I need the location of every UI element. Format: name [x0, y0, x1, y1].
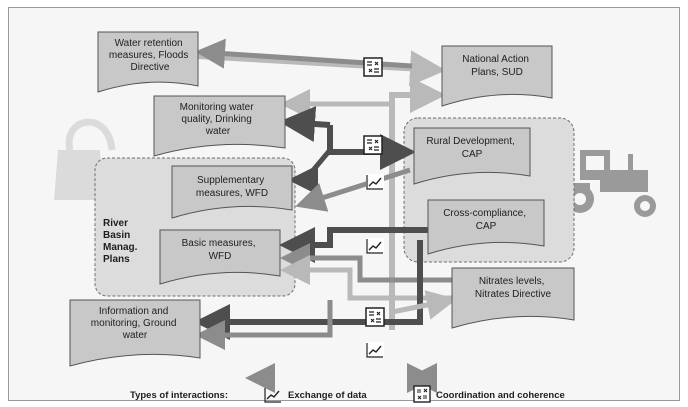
doc-national-action: National Action Plans, SUD: [441, 45, 553, 107]
legend-title: Types of interactions:: [130, 390, 228, 401]
doc-national-action-line-1: National Action: [462, 54, 529, 65]
data-chart-icon: [366, 174, 384, 190]
river-basin-line-4: Plans: [103, 254, 130, 265]
legend: Types of interactions: Exchange of data …: [130, 363, 565, 403]
doc-monitoring-water-line-1: Monitoring water: [180, 102, 255, 113]
doc-rural-development-label: Rural Development, CAP: [426, 136, 517, 160]
doc-cross-compliance-line-1: Cross-compliance,: [443, 208, 526, 219]
doc-information-monitoring-line-1: Information and: [99, 306, 169, 317]
doc-supplementary: Supplementary measures, WFD: [171, 165, 293, 219]
doc-supplementary-line-1: Supplementary: [197, 175, 264, 186]
doc-information-monitoring: Information and monitoring, Ground water: [69, 299, 201, 367]
arrow-cap-to-supplementary: [295, 167, 411, 212]
legend-exchange-label: Exchange of data: [288, 390, 367, 401]
data-chart-icon: [366, 238, 384, 254]
river-basin-line-1: River: [103, 218, 128, 229]
doc-cross-compliance: Cross-compliance, CAP: [427, 199, 545, 255]
doc-basic-measures-line-1: Basic measures,: [182, 238, 256, 249]
coordination-icon: [363, 57, 383, 77]
arrow-to-supplementary: [288, 148, 332, 195]
doc-cross-compliance-line-2: CAP: [476, 221, 497, 232]
doc-water-retention-line-2: measures, Floods: [109, 50, 188, 61]
river-basin-label: River Basin Manag. Plans: [103, 218, 140, 265]
doc-information-monitoring-line-3: water: [122, 330, 148, 341]
doc-supplementary-label: Supplementary measures, WFD: [196, 175, 268, 199]
doc-national-action-label: National Action Plans, SUD: [462, 54, 532, 78]
arrow-to-information: [194, 240, 423, 340]
doc-national-action-line-2: Plans, SUD: [471, 67, 523, 78]
doc-monitoring-water-line-2: quality, Drinking: [181, 114, 251, 125]
legend-coordination-icon: [413, 385, 431, 403]
doc-rural-development: Rural Development, CAP: [413, 127, 531, 185]
doc-cross-compliance-label: Cross-compliance, CAP: [443, 208, 529, 232]
arrow-nitrates-to-basic: [280, 243, 452, 283]
doc-monitoring-water-label: Monitoring water quality, Drinking water: [180, 102, 257, 137]
river-basin-line-2: Basin: [103, 230, 130, 241]
river-basin-line-3: Manag.: [103, 242, 138, 253]
doc-nitrates-line-1: Nitrates levels,: [479, 276, 545, 287]
doc-basic-measures-line-2: WFD: [209, 251, 232, 262]
arrow-trunk-to-national: [389, 77, 446, 330]
doc-nitrates-line-2: Nitrates Directive: [475, 289, 552, 300]
arrow-to-nitrates: [391, 290, 457, 320]
arrow-to-information-2: [195, 300, 333, 350]
arrow-to-monitoring: [279, 106, 331, 142]
data-chart-icon: [366, 342, 384, 358]
doc-basic-measures-label: Basic measures, WFD: [182, 238, 259, 262]
tractor-icon: [564, 150, 656, 217]
doc-water-retention-line-3: Directive: [131, 62, 170, 73]
coordination-icon: [365, 307, 385, 327]
legend-coordination-label: Coordination and coherence: [436, 390, 565, 401]
doc-nitrates: Nitrates levels, Nitrates Directive: [451, 267, 575, 329]
coordination-icon: [363, 135, 383, 155]
doc-water-retention-line-1: Water retention: [115, 38, 183, 49]
doc-monitoring-water-line-3: water: [205, 126, 231, 137]
doc-basic-measures: Basic measures, WFD: [159, 229, 281, 285]
doc-monitoring-water: Monitoring water quality, Drinking water: [153, 95, 286, 157]
arrow-nitrates-to-basic-2: [280, 255, 452, 301]
doc-water-retention-label: Water retention measures, Floods Directi…: [109, 38, 191, 73]
doc-rural-development-line-2: CAP: [462, 149, 483, 160]
doc-nitrates-label: Nitrates levels, Nitrates Directive: [475, 276, 552, 300]
doc-information-monitoring-label: Information and monitoring, Ground water: [91, 306, 179, 341]
doc-water-retention: Water retention measures, Floods Directi…: [97, 31, 199, 93]
doc-information-monitoring-line-2: monitoring, Ground: [91, 318, 177, 329]
doc-supplementary-line-2: measures, WFD: [196, 188, 268, 199]
legend-chart-icon: [264, 388, 281, 403]
doc-rural-development-line-1: Rural Development,: [426, 136, 514, 147]
